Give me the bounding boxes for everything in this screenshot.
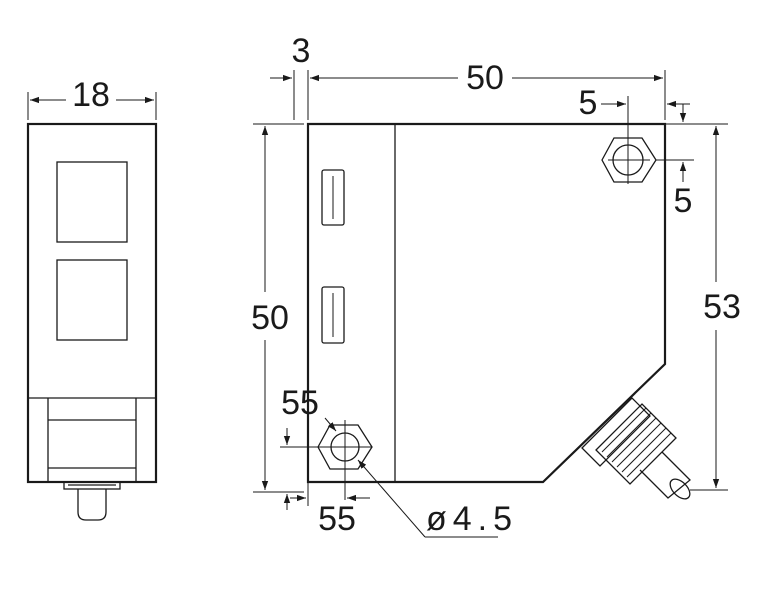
dim-18-label: 18 (72, 76, 110, 114)
front-view: 18 (26, 76, 158, 521)
dim-50-top-label: 50 (466, 59, 504, 97)
gland-knurl-4 (616, 422, 662, 468)
mounting-nut-bottom (317, 420, 373, 500)
dim-5-v-label: 5 (674, 182, 693, 220)
dim-5-h-label: 5 (579, 84, 598, 122)
front-lens-lower (56, 259, 128, 341)
front-gland-ring (63, 481, 121, 490)
dim-diameter-leader-upper (324, 417, 337, 432)
side-housing-outline (306, 122, 667, 484)
indicator-slot-lower (321, 286, 345, 344)
gland-cable (639, 451, 691, 499)
front-housing-outline (26, 122, 158, 484)
front-cable (77, 489, 107, 521)
dim-55-h-label: 55 (318, 500, 356, 538)
gland-knurl-1 (601, 407, 647, 453)
dim-diameter-label: ø4.5 (426, 500, 518, 538)
gland-knurl-6 (626, 432, 672, 478)
gland-knurl-3 (611, 417, 657, 463)
dim-55-v-label: 55 (281, 384, 319, 422)
mounting-nut-top (601, 137, 657, 184)
gland-knurl-5 (621, 427, 667, 473)
gland-knurled-nut (595, 403, 677, 485)
dim-53-label: 53 (703, 288, 741, 326)
dim-3-label: 3 (292, 32, 311, 70)
gland-cable-end (669, 478, 691, 500)
cable-gland-side (581, 397, 691, 500)
front-lens-upper (56, 161, 128, 243)
dim-50-left-label: 50 (251, 299, 289, 337)
gland-base-plate (581, 397, 651, 467)
side-view: 3 50 5 5 50 53 55 (251, 32, 741, 538)
indicator-slot-upper (321, 169, 345, 226)
dim-diameter-leader (357, 459, 426, 538)
gland-knurl-2 (606, 412, 652, 458)
